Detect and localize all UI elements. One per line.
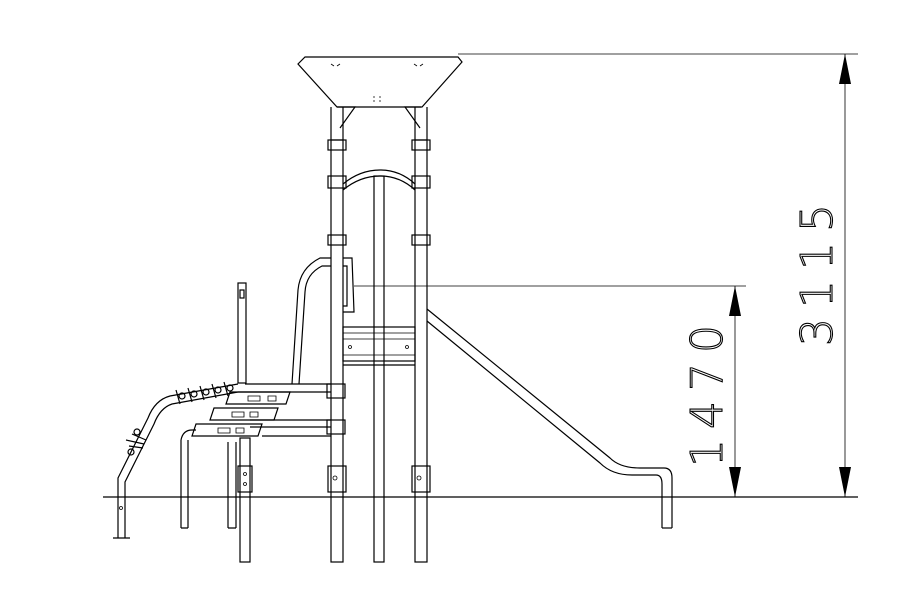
handrail — [291, 257, 355, 385]
dimension-total-height — [458, 53, 858, 497]
curved-ladder-arm — [113, 381, 239, 539]
top-rail — [342, 169, 416, 191]
platform — [342, 326, 416, 366]
dimension-platform-height — [354, 285, 746, 497]
total-height-label: 3115 — [792, 194, 843, 346]
main-posts — [327, 139, 431, 563]
platform-height-label: 1470 — [682, 315, 733, 467]
roof — [297, 56, 463, 140]
climber-steps — [180, 282, 346, 563]
slide — [426, 308, 673, 529]
